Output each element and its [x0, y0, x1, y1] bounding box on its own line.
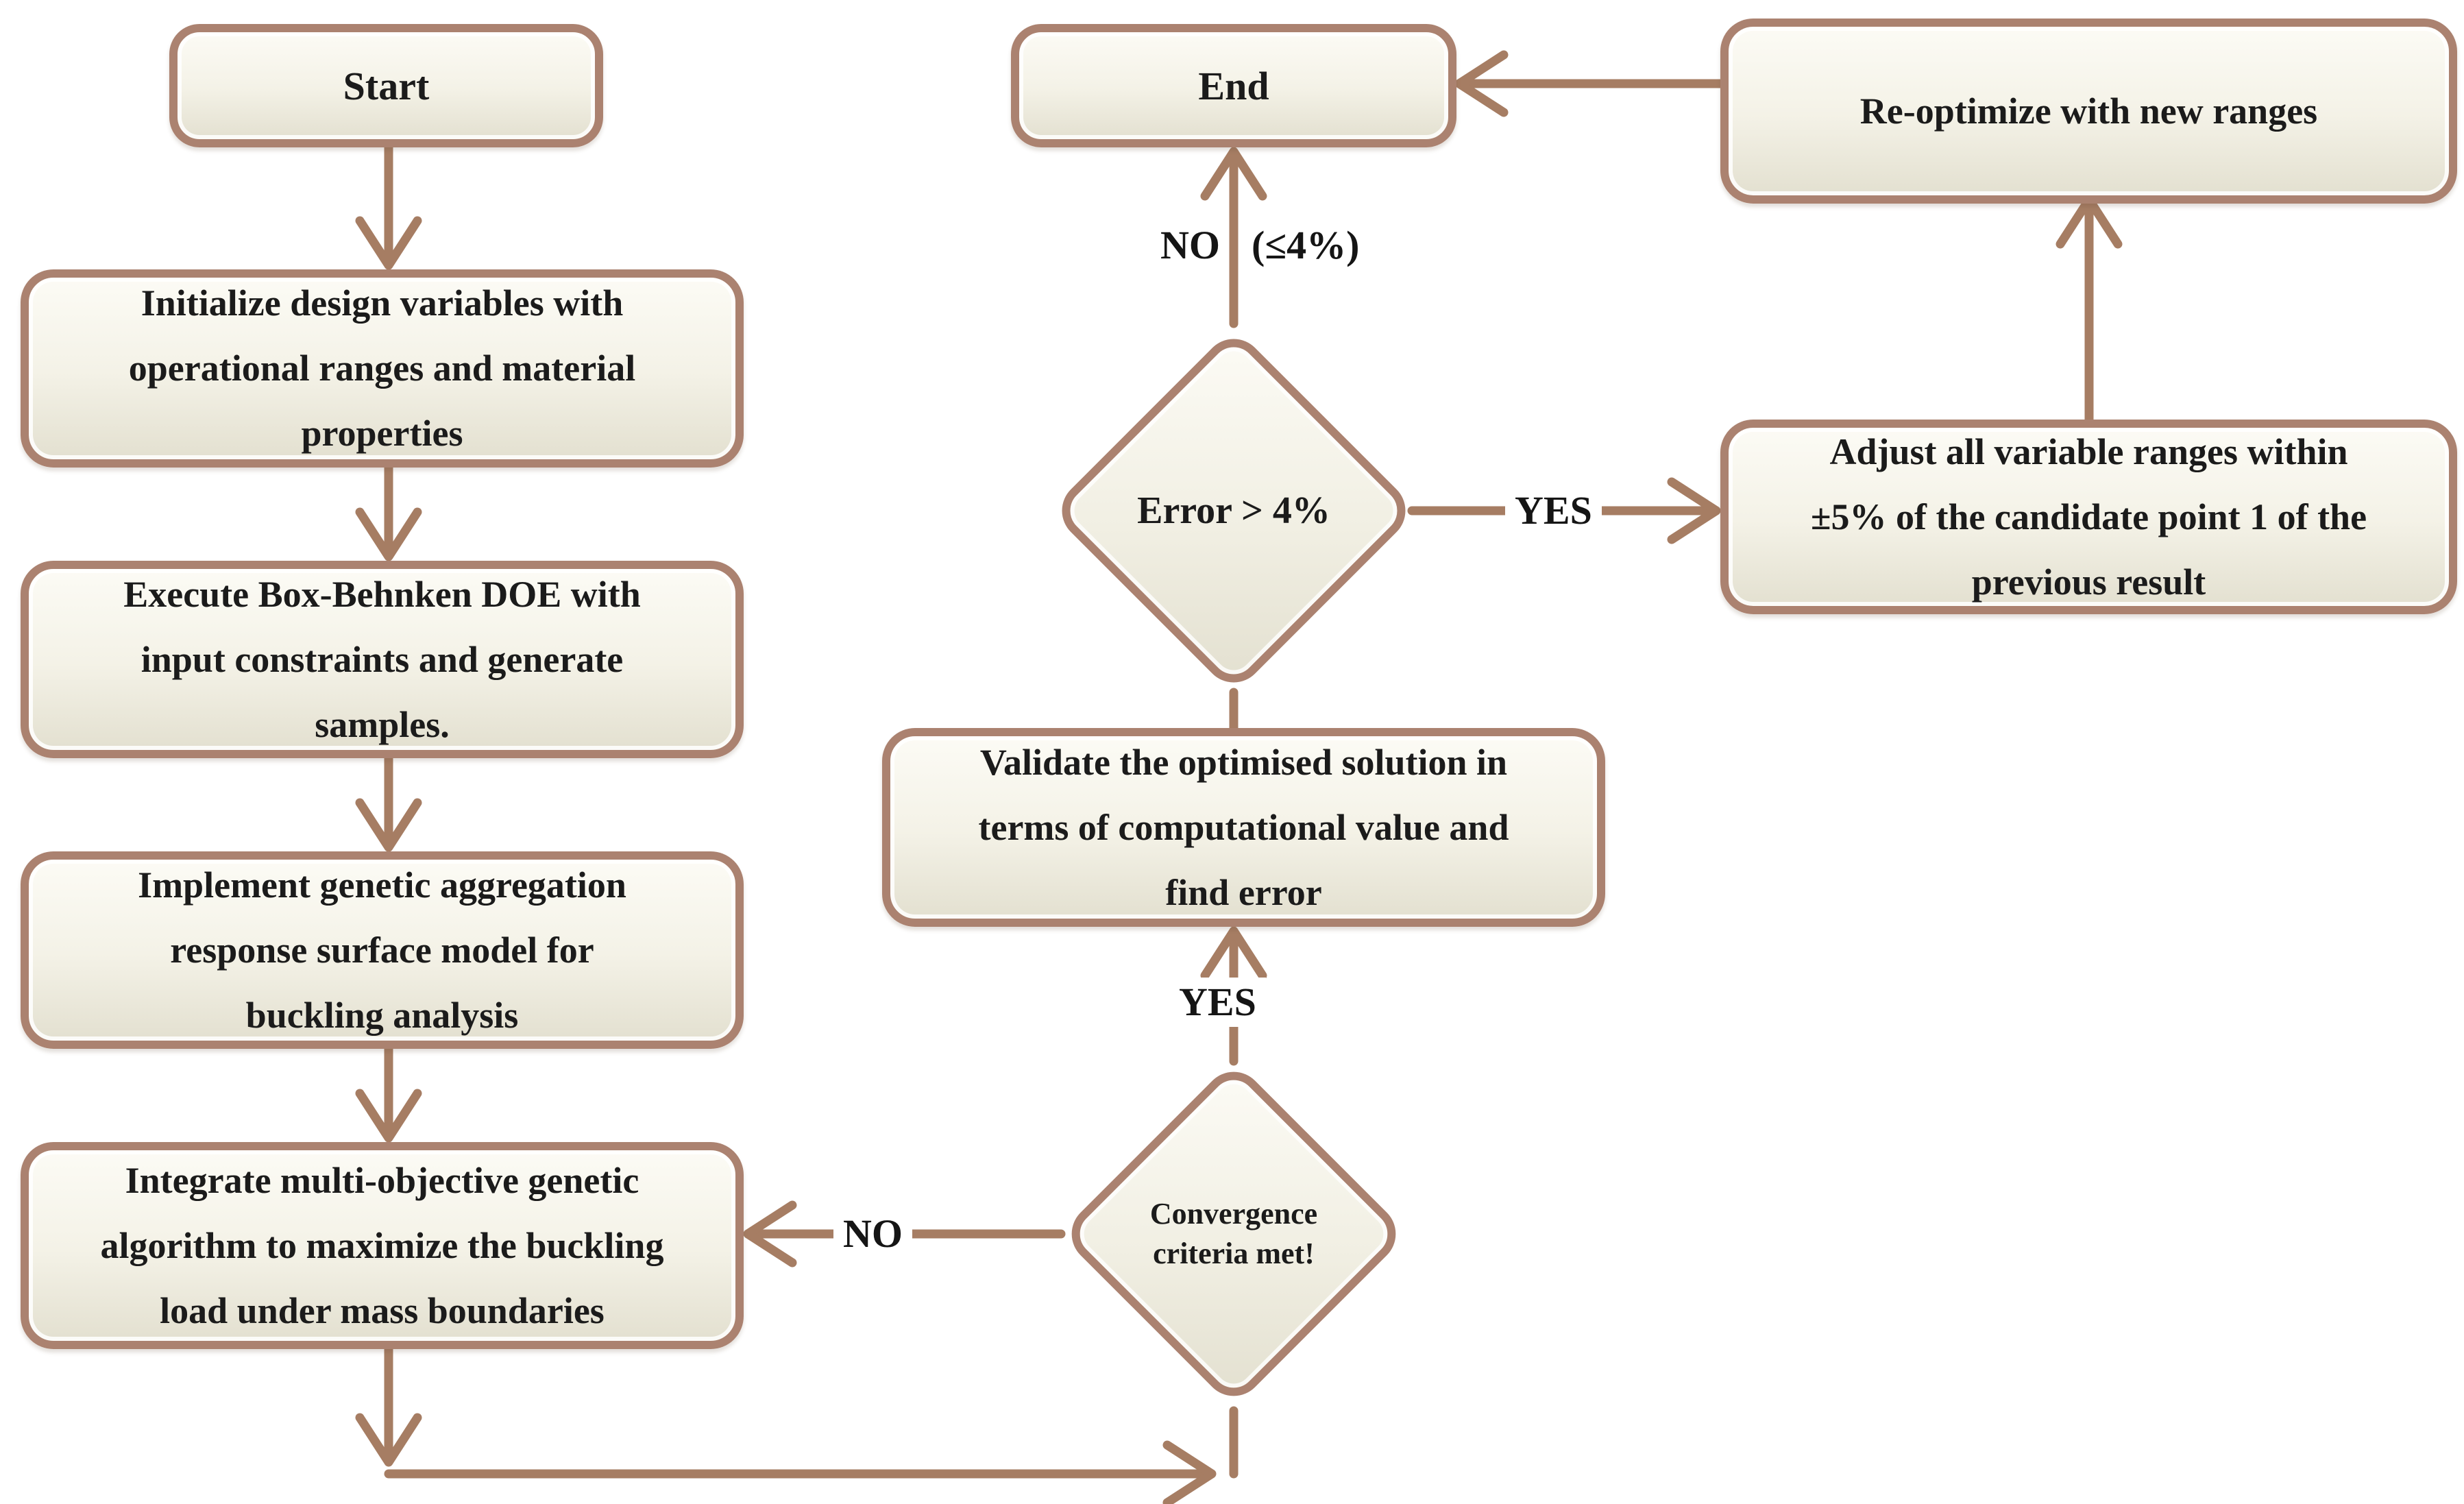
node-adjust: Adjust all variable ranges within±5% of …: [1720, 420, 2457, 614]
edge-label-error-no-condition: (≤4%): [1252, 223, 1360, 267]
arrowhead-right-icon: [1162, 1440, 1217, 1504]
node-start: Start: [169, 24, 603, 147]
node-start-label: Start: [343, 63, 430, 108]
arrowhead-up-icon: [1200, 926, 1267, 980]
arrowhead-up-icon: [1200, 147, 1267, 201]
arrowhead-down-icon: [355, 1413, 422, 1467]
arrowhead-right-icon: [1667, 477, 1721, 544]
node-reoptimize: Re-optimize with new ranges: [1720, 19, 2457, 204]
edge-label-error-no: NO: [1160, 223, 1220, 267]
node-adjust-label: Adjust all variable ranges within±5% of …: [1810, 430, 2367, 603]
edge-label-convergence-no: NO: [833, 1209, 912, 1259]
edge-label-error-yes: YES: [1505, 486, 1602, 535]
arrowhead-left-icon: [743, 1200, 797, 1268]
arrowhead-left-icon: [1454, 50, 1509, 117]
arrowhead-down-icon: [355, 1089, 422, 1143]
node-error-check-label: Error > 4%: [1137, 489, 1330, 532]
node-end-label: End: [1198, 63, 1269, 108]
arrowhead-down-icon: [355, 798, 422, 852]
edge-label-convergence-yes: YES: [1169, 978, 1266, 1027]
node-end: End: [1011, 24, 1456, 147]
arrowhead-down-icon: [355, 216, 422, 270]
node-reoptimize-label: Re-optimize with new ranges: [1859, 90, 2318, 132]
arrowhead-down-icon: [355, 507, 422, 561]
